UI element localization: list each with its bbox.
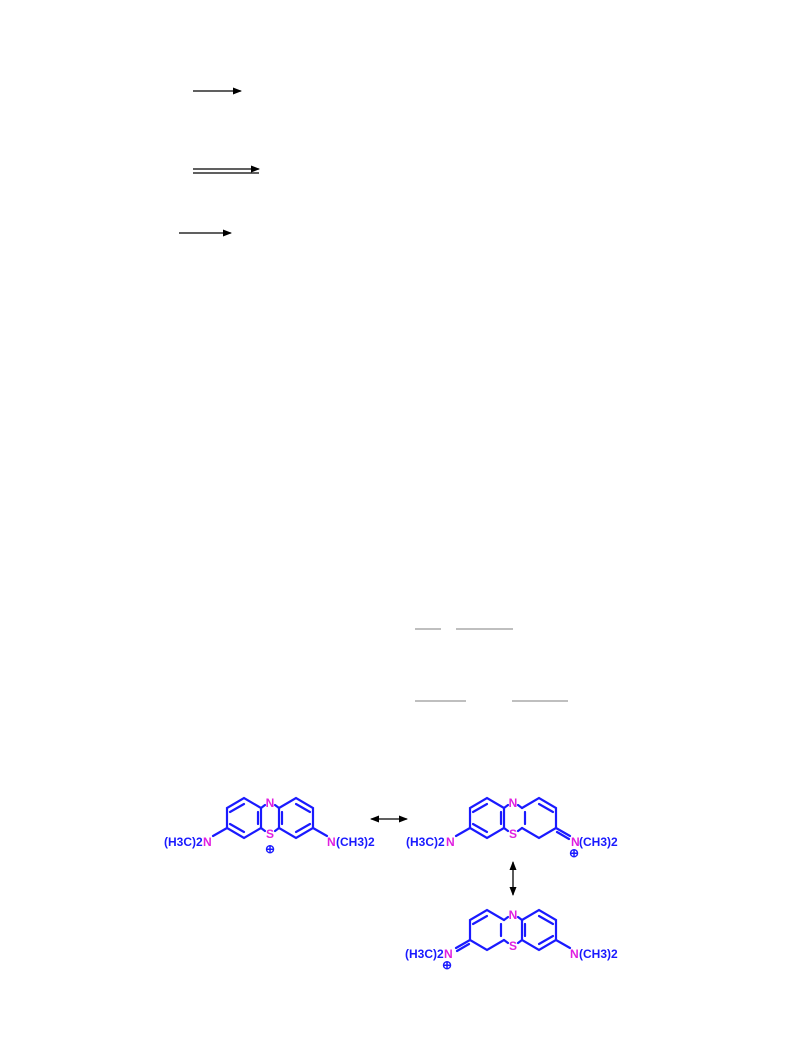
amine-nitrogen-right: N	[570, 947, 579, 961]
iminium-nitrogen: N	[444, 947, 453, 961]
positive-charge: ⊕	[265, 842, 275, 856]
ring-sulfur: S	[266, 827, 274, 841]
ring-sulfur: S	[509, 827, 517, 841]
fraction-rules	[415, 628, 568, 702]
amine-nitrogen-left: N	[203, 835, 212, 849]
amine-nitrogen-left: N	[446, 835, 455, 849]
structure-iminium-left: N S (H3C)2 N ⊕ N (CH3)2	[405, 908, 618, 972]
dimethylamino-right-group: (CH3)2	[336, 835, 375, 849]
ring-nitrogen: N	[509, 908, 518, 922]
positive-charge: ⊕	[569, 846, 579, 860]
ring-nitrogen: N	[509, 796, 518, 810]
iminium-nitrogen: N	[571, 835, 580, 849]
structure-iminium-right: N S (H3C)2 N N (CH3)2 ⊕	[406, 796, 618, 860]
dimethylamino-left-paren: (H3C)2	[164, 835, 203, 849]
iminium-methyl-group: (H3C)2	[405, 947, 444, 961]
dimethylamino-left-paren: (H3C)2	[406, 835, 445, 849]
iminium-methyl-group: (CH3)2	[579, 835, 618, 849]
ring-nitrogen: N	[266, 796, 275, 810]
amine-nitrogen-right: N	[327, 835, 336, 849]
structure-sulfonium: N S ⊕ (H3C)2 N N (CH3)2	[164, 796, 375, 856]
ring-sulfur: S	[509, 939, 517, 953]
equilibrium-arrow	[193, 165, 260, 174]
dimethylamino-right-group: (CH3)2	[579, 947, 618, 961]
positive-charge: ⊕	[442, 958, 452, 972]
